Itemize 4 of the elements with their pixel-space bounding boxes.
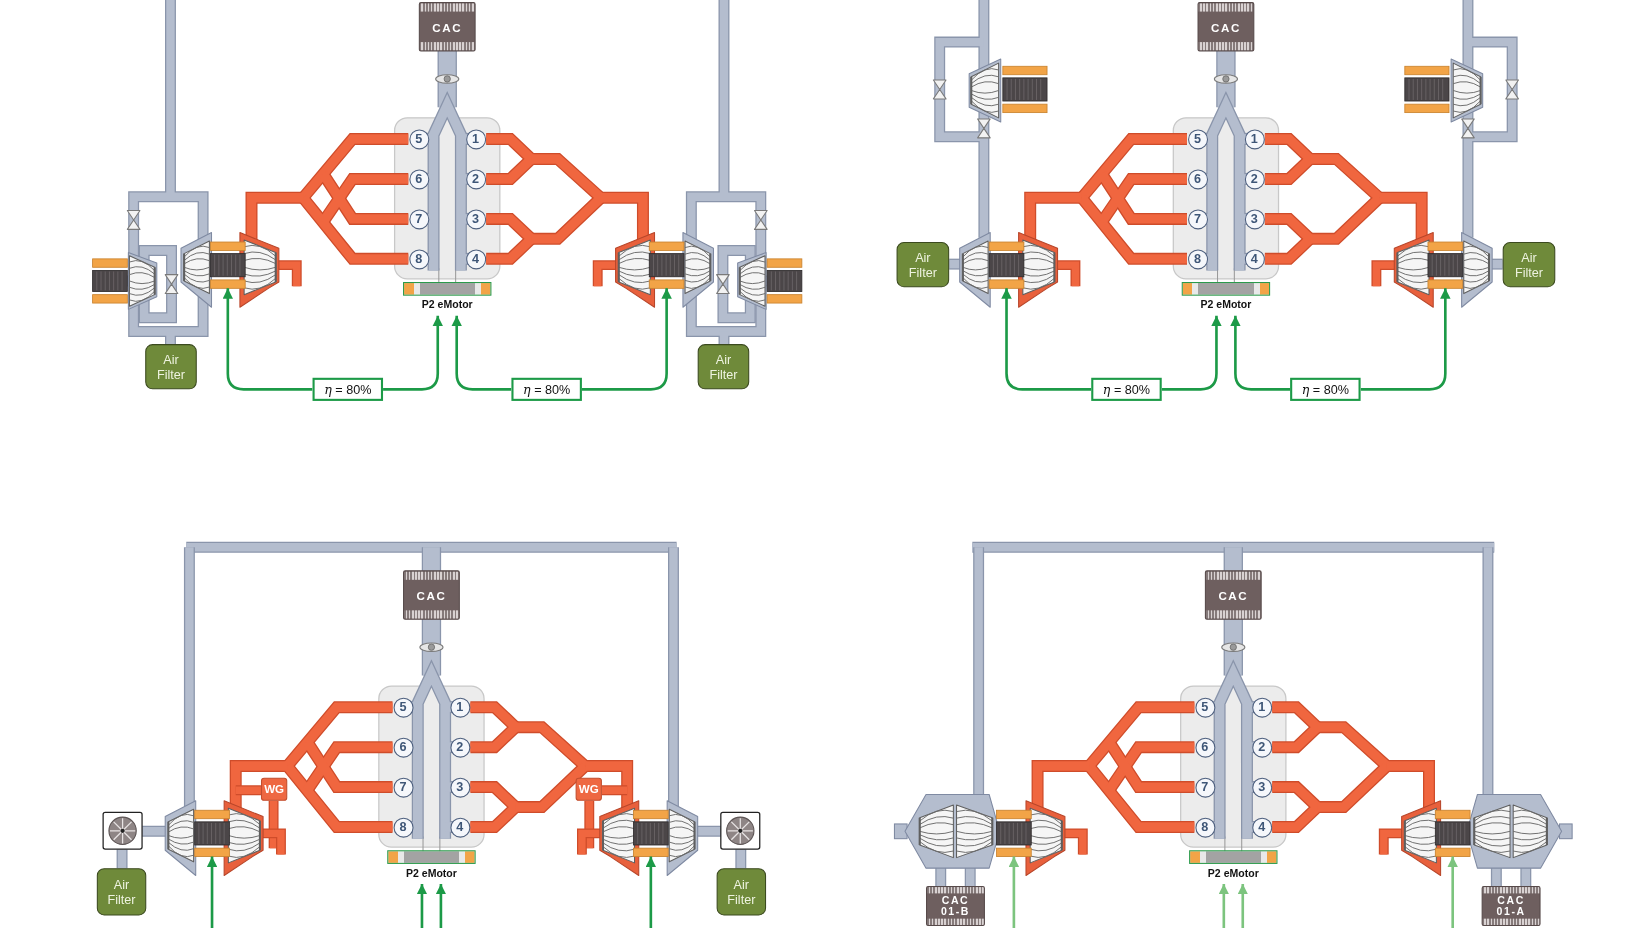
emotor-label: P2 eMotor bbox=[421, 298, 473, 312]
emotor-label: P2 eMotor bbox=[1200, 298, 1252, 312]
emotor-label: P2 eMotor bbox=[406, 867, 457, 880]
emotor-label: P2 eMotor bbox=[1207, 867, 1259, 880]
